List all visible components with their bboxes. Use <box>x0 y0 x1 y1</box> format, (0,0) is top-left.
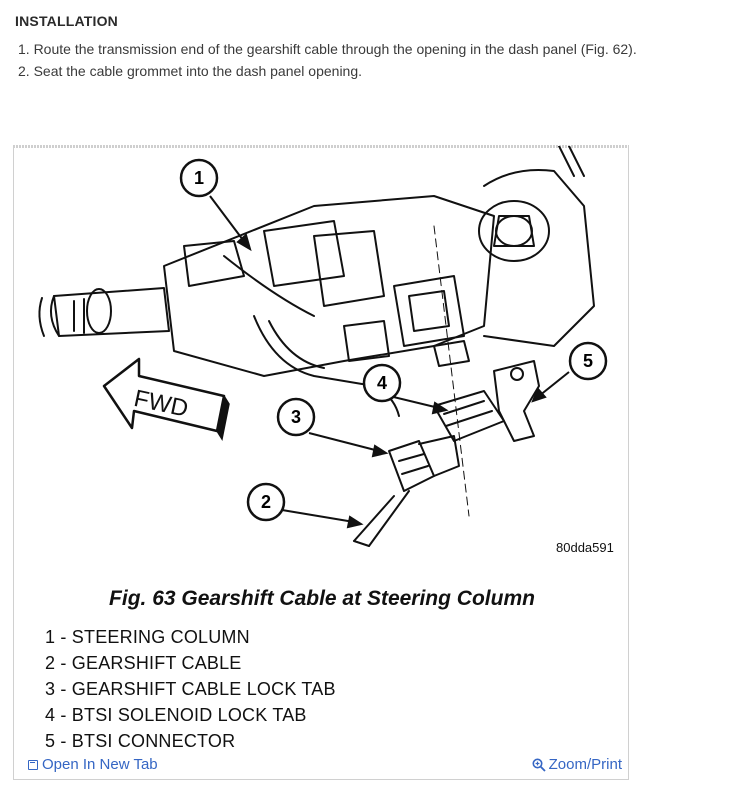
figure-panel: FWD 1 2 3 4 5 80dda591 <box>13 145 629 780</box>
external-link-icon <box>28 759 38 770</box>
btsi-solenoid <box>433 390 505 442</box>
installation-steps: 1. Route the transmission end of the gea… <box>18 38 637 82</box>
figure-legend: 1 - STEERING COLUMN 2 - GEARSHIFT CABLE … <box>45 624 336 754</box>
zoom-print-label: Zoom/Print <box>548 756 622 773</box>
magnifier-icon <box>532 758 546 772</box>
steering-column-illustration: FWD 1 2 3 4 5 <box>38 146 608 547</box>
gearshift-cable <box>353 490 410 547</box>
open-in-new-tab-link[interactable]: Open In New Tab <box>28 756 158 773</box>
legend-item: 3 - GEARSHIFT CABLE LOCK TAB <box>45 679 336 699</box>
open-in-new-tab-label: Open In New Tab <box>42 756 158 773</box>
legend-item: 5 - BTSI CONNECTOR <box>45 731 236 751</box>
section-heading: INSTALLATION <box>15 13 118 29</box>
steering-shaft <box>53 287 170 337</box>
btsi-connector <box>493 360 540 442</box>
callout-1: 1 <box>194 168 204 188</box>
legend-item: 1 - STEERING COLUMN <box>45 627 250 647</box>
zoom-print-link[interactable]: Zoom/Print <box>532 756 622 773</box>
step-item: 1. Route the transmission end of the gea… <box>18 41 637 57</box>
legend-item: 2 - GEARSHIFT CABLE <box>45 653 242 673</box>
fwd-arrow-icon: FWD <box>102 357 230 441</box>
figure-caption: Fig. 63 Gearshift Cable at Steering Colu… <box>109 587 535 610</box>
figure-code: 80dda591 <box>556 540 614 555</box>
callout-2: 2 <box>261 492 271 512</box>
legend-item: 4 - BTSI SOLENOID LOCK TAB <box>45 705 307 725</box>
callout-4: 4 <box>377 373 387 393</box>
callout-5: 5 <box>583 351 593 371</box>
callout-3: 3 <box>291 407 301 427</box>
figure-footer: Open In New Tab Zoom/Print <box>14 746 628 779</box>
column-housing <box>163 195 495 377</box>
step-item: 2. Seat the cable grommet into the dash … <box>18 63 363 79</box>
